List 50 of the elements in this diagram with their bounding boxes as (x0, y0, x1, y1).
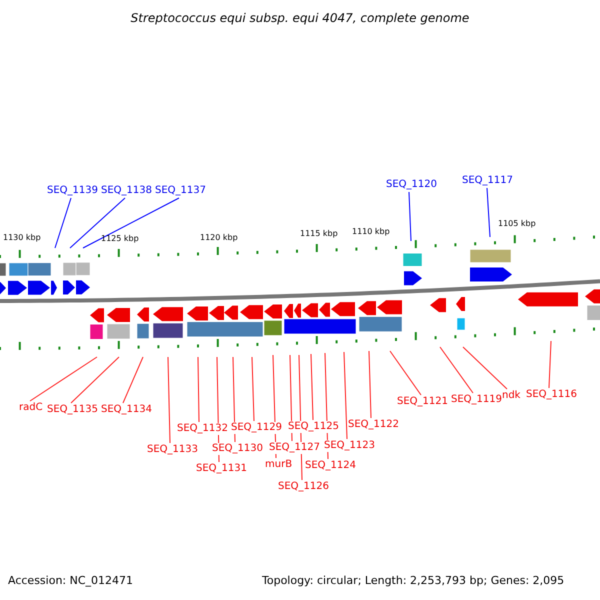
leader-line (70, 356, 120, 404)
scale-tick-label: 1115 kbp (300, 228, 338, 240)
gene-label: SEQ_1133 (147, 444, 198, 456)
gene-label: SEQ_1120 (386, 179, 437, 191)
gene-label: SEQ_1119 (451, 394, 502, 406)
gene-label: SEQ_1126 (278, 481, 329, 493)
footer-text: Topology: circular; Length: 2,253,793 bp; Genes: 2,095 (262, 575, 564, 587)
gene-label: SEQ_1132 (177, 423, 228, 435)
gene-label: SEQ_1134 (101, 404, 152, 416)
scale-tick-label: 1120 kbp (200, 232, 238, 244)
gene-label: SEQ_1137 (155, 185, 206, 197)
scale-tick-label: 1105 kbp (498, 218, 536, 230)
gene-label: SEQ_1138 (101, 185, 152, 197)
scale-tick-label: 1110 kbp (352, 226, 390, 238)
leader-line (70, 198, 126, 248)
leader-line (310, 354, 314, 420)
gene-label: SEQ_1127 (269, 442, 320, 454)
leader-line (290, 354, 292, 442)
leader-line (122, 356, 144, 404)
leader-line (252, 356, 254, 422)
gene-label: SEQ_1131 (196, 463, 247, 475)
gene-label: SEQ_1139 (47, 185, 98, 197)
gene-label: SEQ_1121 (397, 396, 448, 408)
gene-label: SEQ_1116 (526, 389, 577, 401)
gene-label: SEQ_1117 (462, 175, 513, 187)
leader-line (168, 356, 170, 444)
title: Streptococcus equi subsp. equi 4047, complete genome (130, 12, 470, 24)
leader-line (30, 356, 98, 402)
gene-label: SEQ_1124 (305, 460, 356, 472)
scale-tick-label: 1125 kbp (101, 233, 139, 245)
leader-line (198, 356, 200, 422)
leader-line (368, 350, 372, 418)
gene-label: SEQ_1122 (348, 419, 399, 431)
gene-label: SEQ_1129 (231, 422, 282, 434)
leader-line (462, 346, 508, 390)
leader-line (344, 352, 348, 440)
leader-line (486, 188, 490, 238)
leader-line (390, 350, 422, 396)
gene-label: SEQ_1135 (47, 404, 98, 416)
leader-line (232, 356, 236, 442)
leader-line (440, 346, 474, 394)
footer-text: Accession: NC_012471 (8, 575, 134, 587)
gene-label: SEQ_1130 (212, 443, 263, 455)
gene-label: SEQ_1125 (288, 421, 339, 433)
gene-label: SEQ_1123 (324, 440, 375, 452)
scale-tick-label: 1130 kbp (3, 232, 41, 244)
leader-line (548, 340, 552, 388)
leader-line (82, 198, 180, 248)
leader-line (54, 198, 72, 248)
leader-line (408, 192, 412, 242)
